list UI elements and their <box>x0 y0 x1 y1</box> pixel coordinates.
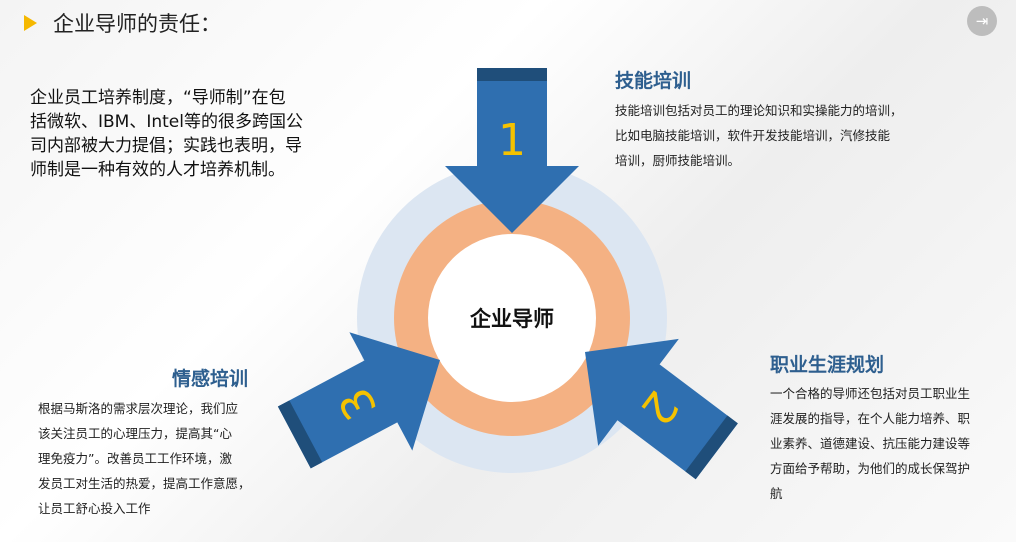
body-line: 比如电脑技能培训，软件开发技能培训，汽修技能 <box>615 128 891 143</box>
skill-training-title: 技能培训 <box>615 70 692 92</box>
body-line: 一个合格的导师还包括对员工职业生 <box>770 386 971 401</box>
arrow-cap <box>685 415 738 480</box>
body-line: 航 <box>770 486 783 501</box>
arrow-number: 1 <box>498 115 526 166</box>
arrow-cap <box>477 68 547 81</box>
skill-training-body: 技能培训包括对员工的理论知识和实操能力的培训， 比如电脑技能培训，软件开发技能培… <box>615 98 903 173</box>
intro-line: 企业员工培养制度，“导师制”在包 <box>30 88 286 108</box>
body-line: 发员工对生活的热爱，提高工作意愿， <box>38 476 251 491</box>
inner-circle <box>428 234 596 402</box>
intro-line: 司内部被大力提倡；实践也表明，导 <box>30 136 302 156</box>
body-line: 技能培训包括对员工的理论知识和实操能力的培训， <box>615 103 903 118</box>
page-title-text: 企业导师的责任： <box>53 12 221 36</box>
body-line: 该关注员工的心理压力，提高其“心 <box>38 426 232 441</box>
body-line: 理免疫力”。改善员工工作环境，激 <box>38 451 232 466</box>
career-planning-title: 职业生涯规划 <box>770 354 885 376</box>
center-label: 企业导师 <box>469 307 554 331</box>
intro-line: 师制是一种有效的人才培养机制。 <box>30 160 285 180</box>
triangle-bullet-icon <box>24 15 37 31</box>
exit-icon[interactable]: ⇥ <box>967 6 997 36</box>
body-line: 培训，厨师技能培训。 <box>615 153 741 168</box>
body-line: 涯发展的指导，在个人能力培养、职 <box>770 411 971 426</box>
arrow-1: 1 <box>445 68 579 233</box>
arrow-3: 3 <box>277 332 440 469</box>
career-planning-body: 一个合格的导师还包括对员工职业生 涯发展的指导，在个人能力培养、职 业素养、道德… <box>770 381 970 506</box>
intro-text: 企业员工培养制度，“导师制”在包 括微软、IBM、Intel等的很多跨国公 司内… <box>30 86 330 182</box>
body-line: 根据马斯洛的需求层次理论，我们应 <box>38 401 239 416</box>
intro-line: 括微软、IBM、Intel等的很多跨国公 <box>30 112 303 132</box>
arrow-cap <box>277 400 323 469</box>
emotion-training-title: 情感培训 <box>172 368 249 390</box>
body-line: 业素养、道德建设、抗压能力建设等 <box>770 436 971 451</box>
body-line: 方面给予帮助，为他们的成长保驾护 <box>770 461 971 476</box>
body-line: 让员工舒心投入工作 <box>38 501 151 516</box>
page-title: 企业导师的责任： <box>24 8 221 38</box>
arrow-2: 2 <box>585 338 738 480</box>
emotion-training-body: 根据马斯洛的需求层次理论，我们应 该关注员工的心理压力，提高其“心 理免疫力”。… <box>38 396 251 521</box>
